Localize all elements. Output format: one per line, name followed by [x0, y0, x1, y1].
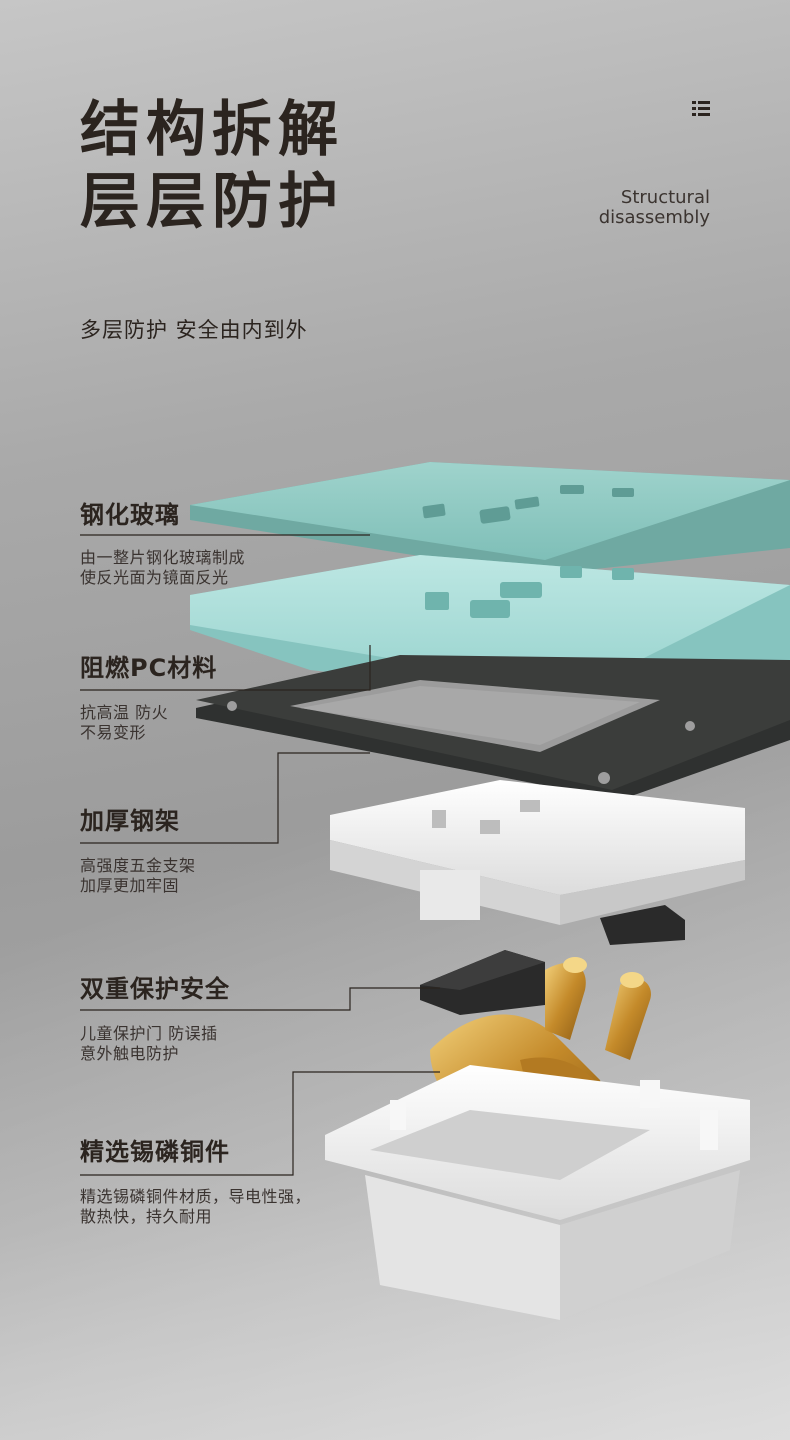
feature-title-copper: 精选锡磷铜件 — [80, 1138, 230, 1166]
page-title-line2: 层层防护 — [80, 167, 344, 237]
feature-desc-pc-line2: 不易变形 — [80, 723, 147, 742]
mechanism-block — [330, 780, 745, 925]
feature-title-steel: 加厚钢架 — [80, 807, 180, 835]
feature-title-pc: 阻燃PC材料 — [80, 654, 218, 682]
tagline: 多层防护 安全由内到外 — [80, 318, 308, 342]
feature-desc-pc-line1: 抗高温 防火 — [80, 703, 169, 722]
feature-title-glass: 钢化玻璃 — [80, 501, 180, 529]
feature-title-shutter: 双重保护安全 — [80, 975, 230, 1003]
subtitle-en-line2: disassembly — [598, 207, 710, 228]
subtitle-en-line1: Structural — [620, 187, 710, 208]
feature-desc-steel-line1: 高强度五金支架 — [80, 856, 196, 875]
feature-desc-copper-line1: 精选锡磷铜件材质，导电性强， — [80, 1187, 312, 1206]
steel-frame — [196, 655, 790, 800]
feature-desc-steel-line2: 加厚更加牢固 — [80, 876, 180, 895]
child-safety-shutter — [420, 905, 685, 1015]
feature-desc-shutter-line2: 意外触电防护 — [80, 1044, 180, 1063]
base-housing — [325, 1065, 750, 1320]
feature-desc-copper-line2: 散热快，持久耐用 — [80, 1207, 213, 1226]
list-icon — [692, 101, 710, 117]
feature-desc-glass-line1: 由一整片钢化玻璃制成 — [80, 548, 246, 567]
glass-plate — [190, 462, 790, 575]
feature-desc-shutter-line1: 儿童保护门 防误插 — [80, 1024, 218, 1043]
page-title-line1: 结构拆解 — [80, 95, 344, 165]
feature-desc-glass-line2: 使反光面为镜面反光 — [80, 568, 229, 587]
